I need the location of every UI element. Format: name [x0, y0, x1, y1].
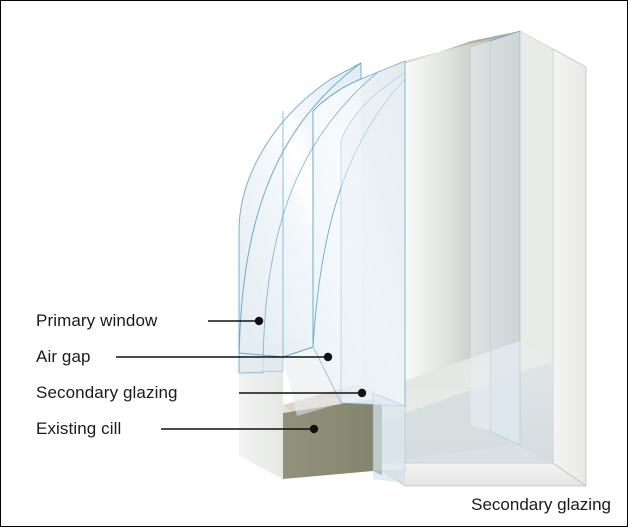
leader-dot-primary-window [254, 316, 264, 326]
glazing-bottom-return [372, 392, 406, 483]
secondary-glazing-pane-edge [340, 72, 406, 407]
label-primary-window: Primary window [36, 311, 158, 330]
label-air-gap: Air gap [36, 347, 91, 366]
glazing-right-return [471, 30, 521, 446]
primary-window-pane [238, 62, 378, 374]
label-existing-cill: Existing cill [36, 419, 122, 438]
leader-dot-air-gap [323, 352, 333, 362]
figure-caption: Secondary glazing [471, 495, 611, 514]
leader-dot-secondary-glazing [357, 388, 367, 398]
frame-left-column [239, 353, 283, 479]
leader-dot-existing-cill [309, 424, 319, 434]
air-gap-region [283, 347, 341, 416]
label-secondary-glazing: Secondary glazing [36, 383, 178, 402]
leader-lines-group [116, 316, 367, 434]
